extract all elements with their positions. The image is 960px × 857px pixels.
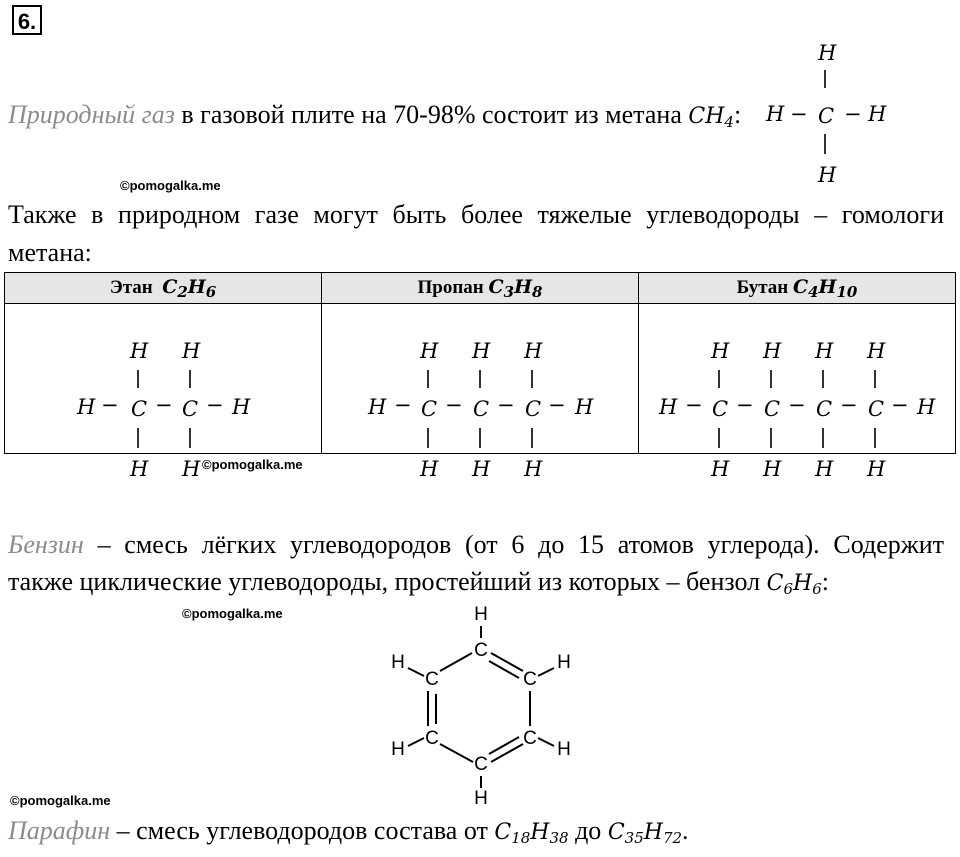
methane-c: C xyxy=(818,104,834,128)
methane-h-right: H xyxy=(867,102,887,126)
svg-text:−: − xyxy=(685,393,703,417)
svg-text:C: C xyxy=(523,669,537,690)
benzine-line-1: Бензин – смесь лёгких углеводородов (от … xyxy=(8,530,944,559)
svg-text:H: H xyxy=(762,457,782,481)
svg-text:−: − xyxy=(736,393,754,417)
svg-text:H: H xyxy=(866,457,886,481)
benzene-formula: C6H6 xyxy=(766,571,822,598)
svg-text:H: H xyxy=(181,339,201,363)
svg-text:C: C xyxy=(182,397,198,421)
svg-text:C: C xyxy=(712,397,728,421)
svg-text:H: H xyxy=(367,395,387,419)
benzene-structure: H C C H C H C H C H C H xyxy=(391,604,571,808)
svg-text:H: H xyxy=(391,652,405,673)
methane-dash-left: − xyxy=(790,102,808,126)
svg-text:H: H xyxy=(471,339,491,363)
methane-structure: H H − C − H H xyxy=(765,41,887,187)
svg-text:−: − xyxy=(394,393,412,417)
methane-h-top: H xyxy=(817,41,837,65)
svg-text:H: H xyxy=(471,457,491,481)
svg-text:H: H xyxy=(129,339,149,363)
svg-text:C: C xyxy=(425,728,439,749)
svg-text:H: H xyxy=(391,739,405,760)
homologs-line-2: метана: xyxy=(8,238,92,267)
svg-text:H: H xyxy=(710,457,730,481)
benzine-term: Бензин xyxy=(8,530,84,559)
intro-colon: : xyxy=(733,100,742,129)
svg-text:−: − xyxy=(840,393,858,417)
header-ethane: Этан C2H6 xyxy=(4,272,322,304)
paraffin-to-formula: C35H72 xyxy=(607,820,683,847)
svg-text:H: H xyxy=(181,457,201,481)
svg-text:H: H xyxy=(474,604,488,625)
svg-text:−: − xyxy=(548,393,566,417)
svg-text:H: H xyxy=(916,395,936,419)
svg-text:H: H xyxy=(419,457,439,481)
svg-text:H: H xyxy=(658,395,678,419)
svg-text:−: − xyxy=(206,393,224,417)
methane-dash-right: − xyxy=(844,102,862,126)
svg-text:H: H xyxy=(557,739,571,760)
paraffin-term: Парафин xyxy=(8,816,111,845)
paraffin-from-formula: C18H38 xyxy=(494,820,569,847)
header-propane: Пропан C3H8 xyxy=(321,272,639,304)
svg-text:−: − xyxy=(101,393,119,417)
svg-text:−: − xyxy=(497,393,515,417)
intro-term: Природный газ xyxy=(8,100,175,129)
svg-text:H: H xyxy=(419,339,439,363)
task-number: 6. xyxy=(12,5,42,35)
svg-text:H: H xyxy=(814,339,834,363)
svg-text:−: − xyxy=(445,393,463,417)
svg-text:C: C xyxy=(421,397,437,421)
homologs-line-1: Также в природном газе могут быть более … xyxy=(8,200,944,229)
svg-text:C: C xyxy=(523,728,537,749)
svg-text:H: H xyxy=(866,339,886,363)
svg-text:C: C xyxy=(474,640,488,661)
svg-text:C: C xyxy=(764,397,780,421)
header-butane: Бутан C4H10 xyxy=(638,272,956,304)
watermark-3: ©pomogalka.me xyxy=(182,606,283,621)
svg-text:C: C xyxy=(525,397,541,421)
svg-text:H: H xyxy=(76,395,96,419)
watermark-2: ©pomogalka.me xyxy=(202,457,303,472)
svg-text:C: C xyxy=(131,397,147,421)
svg-text:C: C xyxy=(425,669,439,690)
methane-h-left: H xyxy=(765,102,785,126)
svg-text:H: H xyxy=(710,339,730,363)
watermark-1: ©pomogalka.me xyxy=(120,178,221,193)
svg-text:H: H xyxy=(231,395,251,419)
svg-text:H: H xyxy=(762,339,782,363)
methane-h-bottom: H xyxy=(817,163,837,187)
svg-text:−: − xyxy=(155,393,173,417)
intro-line: Природный газ в газовой плите на 70-98% … xyxy=(8,96,741,141)
methane-formula: CH4 xyxy=(688,104,734,131)
svg-text:−: − xyxy=(891,393,909,417)
svg-text:H: H xyxy=(474,788,488,808)
svg-text:H: H xyxy=(523,457,543,481)
watermark-4: ©pomogalka.me xyxy=(10,793,111,808)
svg-text:H: H xyxy=(129,457,149,481)
svg-text:C: C xyxy=(473,397,489,421)
svg-text:C: C xyxy=(474,754,488,775)
svg-text:H: H xyxy=(523,339,543,363)
intro-text: в газовой плите на 70-98% состоит из мет… xyxy=(181,100,682,129)
svg-text:−: − xyxy=(788,393,806,417)
svg-text:H: H xyxy=(574,395,594,419)
paraffin-line: Парафин – смесь углеводородов состава от… xyxy=(8,816,689,847)
svg-text:C: C xyxy=(816,397,832,421)
benzine-line-2: также циклические углеводороды, простейш… xyxy=(8,567,829,598)
svg-text:H: H xyxy=(557,652,571,673)
svg-text:H: H xyxy=(814,457,834,481)
svg-text:C: C xyxy=(868,397,884,421)
